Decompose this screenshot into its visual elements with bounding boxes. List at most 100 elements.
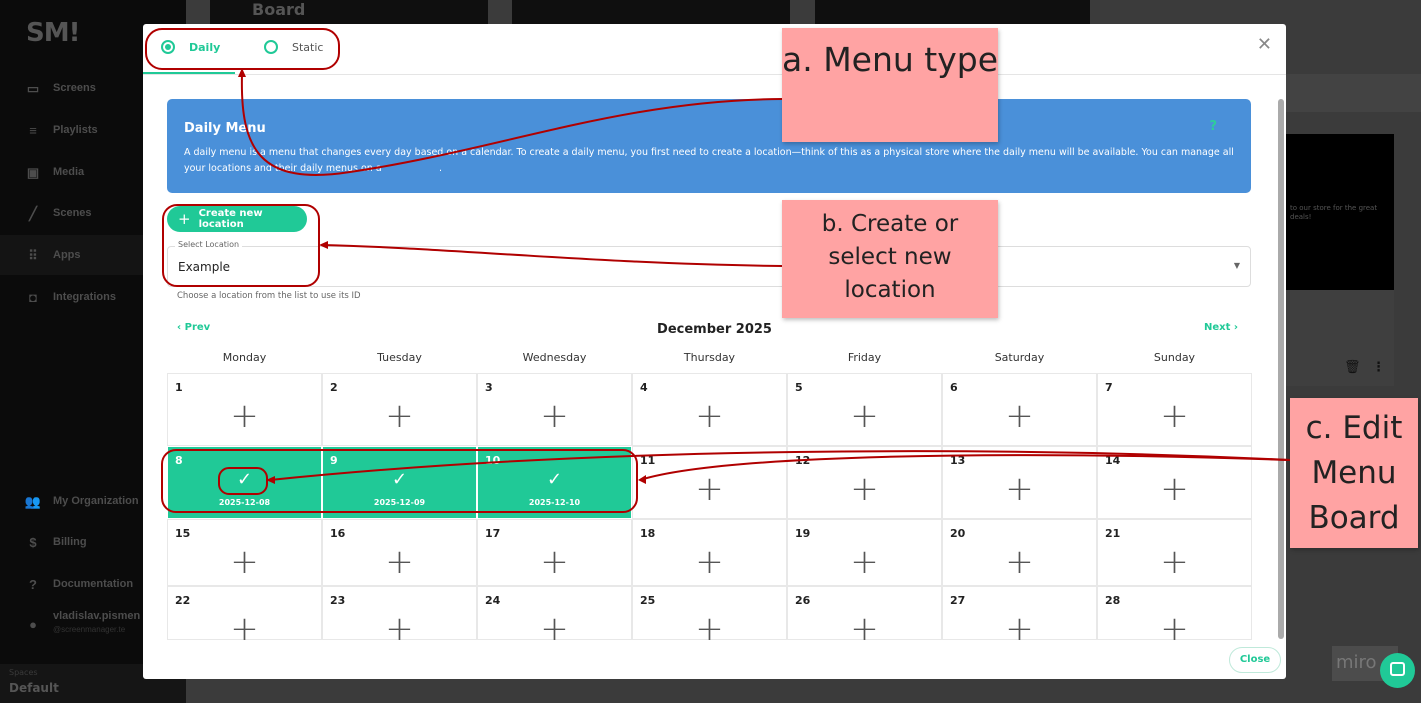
- annotation-arrow: [321, 244, 783, 267]
- calendar-day-17[interactable]: 17+: [477, 519, 632, 586]
- close-button[interactable]: Close: [1229, 647, 1281, 673]
- calendar-day-28[interactable]: 28+: [1097, 586, 1252, 649]
- select-hint: Choose a location from the list to use i…: [177, 291, 361, 301]
- plus-icon: +: [1005, 469, 1034, 509]
- chat-button[interactable]: [1380, 653, 1415, 688]
- annotation-outline: [161, 449, 638, 513]
- plus-icon: +: [1160, 469, 1189, 509]
- menu-type-tabs: Daily Static ✕: [143, 24, 1286, 75]
- calendar-day-21[interactable]: 21+: [1097, 519, 1252, 586]
- calendar-day-16[interactable]: 16+: [322, 519, 477, 586]
- banner-text: A daily menu is a menu that changes ever…: [184, 145, 1234, 177]
- check-icon: ✓: [546, 469, 563, 490]
- day-number: 3: [485, 381, 493, 394]
- annotation-outline: [218, 467, 268, 495]
- plus-icon: +: [1160, 609, 1189, 649]
- sidebar-item-playlists[interactable]: ≡Playlists: [0, 110, 186, 150]
- next-month-button[interactable]: Next ›: [1204, 322, 1238, 333]
- plus-icon: +: [850, 396, 879, 436]
- calendar-day-11[interactable]: 11+: [632, 446, 787, 519]
- calendar-day-24[interactable]: 24+: [477, 586, 632, 649]
- sidebar-item-media[interactable]: ▣Media: [0, 152, 186, 192]
- calendar-day-20[interactable]: 20+: [942, 519, 1097, 586]
- more-icon[interactable]: ⋮: [1372, 360, 1385, 375]
- day-number: 1: [175, 381, 183, 394]
- day-header: Friday: [847, 351, 882, 364]
- annotation-outline: [162, 204, 320, 287]
- dollar-icon: $: [29, 534, 37, 550]
- sidebar-item-organization[interactable]: 👥My Organization: [0, 481, 186, 521]
- plus-icon: +: [230, 609, 259, 649]
- avatar: ●: [29, 617, 37, 632]
- tab-static[interactable]: Static: [264, 40, 323, 54]
- prev-month-button[interactable]: ‹ Prev: [177, 322, 210, 333]
- plus-icon: +: [1005, 609, 1034, 649]
- day-number: 15: [175, 527, 191, 540]
- menu-date: 2025-12-10: [528, 498, 581, 507]
- sidebar-item-label: Screens: [53, 81, 96, 94]
- plug-icon: ◘: [29, 289, 37, 305]
- calendar-day-3[interactable]: 3+: [477, 373, 632, 446]
- trash-icon[interactable]: 🗑: [1344, 360, 1361, 375]
- space-name: Default: [9, 681, 59, 695]
- chevron-right-icon: ›: [1233, 322, 1238, 333]
- plus-icon: +: [1160, 542, 1189, 582]
- calendar-month: December 2025: [657, 322, 772, 337]
- monitor-icon: ▭: [26, 80, 40, 96]
- calendar-day-9[interactable]: 9✓2025-12-09: [322, 446, 477, 519]
- calendar-day-15[interactable]: 15+: [167, 519, 322, 586]
- calendar-day-2[interactable]: 2+: [322, 373, 477, 446]
- chat-icon: [1390, 662, 1405, 676]
- tab-daily[interactable]: Daily: [161, 40, 220, 54]
- close-icon[interactable]: ✕: [1256, 34, 1272, 55]
- day-number: 9: [330, 454, 338, 467]
- calendar-day-4[interactable]: 4+: [632, 373, 787, 446]
- calendar-day-18[interactable]: 18+: [632, 519, 787, 586]
- plus-icon: +: [540, 396, 569, 436]
- sidebar-item-integrations[interactable]: ◘ Integrations: [0, 277, 186, 317]
- calendar-day-26[interactable]: 26 +: [787, 586, 942, 649]
- calendar-day-1[interactable]: 1+: [167, 373, 322, 446]
- sidebar-item-scenes[interactable]: ╱Scenes: [0, 193, 186, 233]
- sidebar-item-billing[interactable]: $Billing: [0, 522, 186, 562]
- calendar-day-10[interactable]: 10✓2025-12-10: [477, 446, 632, 519]
- sidebar-item-documentation[interactable]: ?Documentation: [0, 564, 186, 604]
- calendar-day-22[interactable]: 22+: [167, 586, 322, 649]
- calendar-day-25[interactable]: 25+: [632, 586, 787, 649]
- day-number: 6: [950, 381, 958, 394]
- plus-icon: +: [850, 609, 879, 649]
- user-email: @screenmanager.te: [53, 625, 126, 634]
- sidebar-item-label: Integrations: [53, 290, 116, 303]
- day-number: 26: [795, 594, 811, 607]
- plus-icon: +: [850, 469, 879, 509]
- day-number: 17: [485, 527, 501, 540]
- sidebar-item-screens[interactable]: ▭ Screens: [0, 68, 186, 108]
- plus-icon: +: [178, 210, 191, 228]
- day-number: 13: [950, 454, 966, 467]
- scrollbar[interactable]: [1278, 99, 1284, 639]
- calendar-day-23[interactable]: 23+: [322, 586, 477, 649]
- calendar-day-19[interactable]: 19+: [787, 519, 942, 586]
- user-profile[interactable]: ●vladislav.pismen@screenmanager.te: [0, 610, 186, 660]
- annotation-outline: [145, 28, 340, 70]
- create-location-button[interactable]: +Create new location: [167, 206, 307, 232]
- annotation-arrow: [639, 454, 1291, 481]
- calendar-day-6[interactable]: 6+: [942, 373, 1097, 446]
- menu-date: 2025-12-08: [218, 498, 271, 507]
- day-number: 14: [1105, 454, 1121, 467]
- day-number: 7: [1105, 381, 1113, 394]
- calendar-day-8[interactable]: 8✓2025-12-08: [167, 446, 322, 519]
- tab-indicator: [143, 72, 235, 74]
- sidebar-item-label: Apps: [53, 248, 81, 261]
- calendar-day-13[interactable]: 13 +: [942, 446, 1097, 519]
- sidebar-item-label: My Organization: [53, 494, 139, 507]
- calendar-day-7[interactable]: 7+: [1097, 373, 1252, 446]
- next-label: Next: [1204, 322, 1231, 333]
- calendar-day-27[interactable]: 27+: [942, 586, 1097, 649]
- prev-label: Prev: [184, 322, 211, 333]
- day-number: 2: [330, 381, 338, 394]
- location-select[interactable]: Select Location Example ▼: [167, 240, 1251, 287]
- calendar-day-5[interactable]: 5+: [787, 373, 942, 446]
- help-icon[interactable]: ?: [1209, 119, 1217, 134]
